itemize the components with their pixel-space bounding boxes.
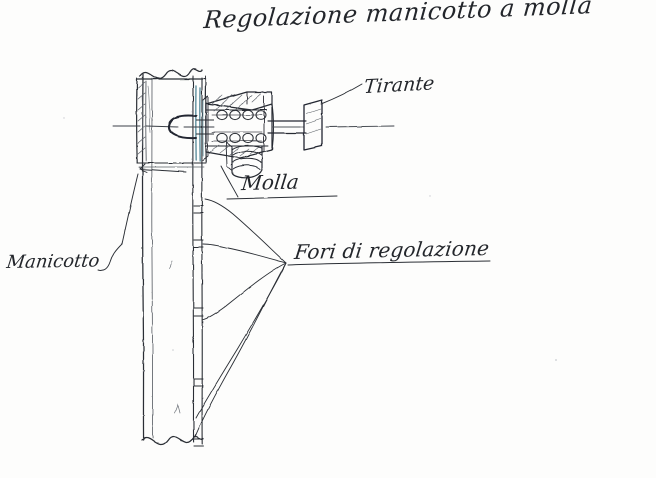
tirante-rod: [267, 120, 307, 134]
underline-fori: [287, 260, 491, 266]
leader-tirante: [320, 83, 363, 105]
bracket-holes-row-2: [216, 132, 267, 144]
molla-coil: [225, 141, 263, 179]
leader-molla: [220, 165, 239, 198]
tirante-end-block: [303, 99, 323, 151]
u-bolt-head: [167, 114, 197, 140]
leader-fori-fan: [194, 198, 287, 438]
spring-bracket-body: [202, 91, 274, 161]
fori-di-regolazione-strip: [193, 205, 204, 447]
u-bolt-shank: [196, 119, 214, 135]
underline-molla: [226, 195, 338, 200]
label-fori-di-regolazione: Fori di regolazione: [293, 235, 491, 265]
label-molla: Molla: [240, 169, 301, 196]
label-tirante: Tirante: [363, 72, 436, 99]
leader-manicotto: [97, 163, 187, 271]
bracket-holes-row-1: [216, 109, 267, 121]
paper-speckles: [63, 117, 557, 361]
label-manicotto: Manicotto: [5, 250, 101, 274]
assembly-centreline: [112, 125, 395, 128]
